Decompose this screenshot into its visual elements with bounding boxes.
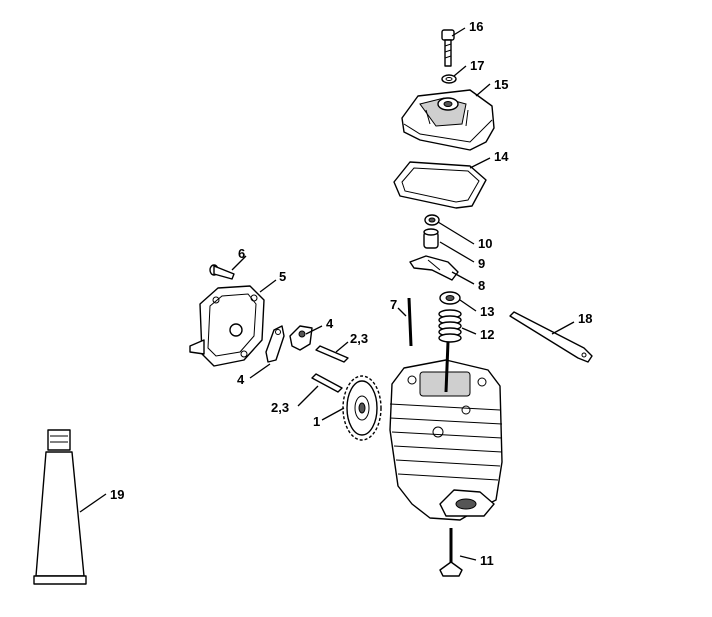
part-valve — [439, 528, 463, 577]
callout-5: 5 — [279, 269, 286, 284]
callout-6: 6 — [238, 246, 245, 261]
part-grease-tube — [33, 429, 87, 585]
callout-17: 17 — [470, 58, 484, 73]
callout-15: 15 — [494, 77, 508, 92]
part-push-rod — [407, 297, 413, 347]
callout-19: 19 — [110, 487, 124, 502]
part-gear-cover — [189, 285, 265, 367]
callout-13: 13 — [480, 304, 494, 319]
part-rocker-lever-upper — [289, 325, 313, 351]
part-rocker-lever-lower — [265, 325, 285, 363]
part-gasket — [393, 161, 487, 209]
callout-10: 10 — [478, 236, 492, 251]
callout-4-upper: 4 — [326, 316, 334, 331]
callout-8: 8 — [478, 278, 485, 293]
callout-11: 11 — [480, 553, 494, 568]
part-valve-spring — [438, 309, 462, 343]
callout-2-3-lower: 2,3 — [271, 400, 289, 415]
callout-2-3-upper: 2,3 — [350, 331, 368, 346]
part-spring-retainer — [439, 291, 461, 305]
part-pin-upper — [315, 345, 349, 363]
part-valve-cover — [401, 89, 495, 151]
callout-labels: 16 17 15 14 10 9 8 13 12 7 18 6 5 4 2,3 … — [110, 19, 592, 568]
part-pin-lower — [311, 373, 343, 393]
part-rocker-arm — [409, 255, 459, 281]
callout-16: 16 — [469, 19, 483, 34]
part-cam-gear — [342, 375, 382, 441]
part-cylinder — [389, 341, 503, 521]
callout-4-lower: 4 — [237, 372, 245, 387]
callout-7: 7 — [390, 297, 397, 312]
part-pivot — [423, 228, 439, 249]
callout-1: 1 — [313, 414, 320, 429]
part-assembly-tool — [509, 311, 593, 363]
part-nut — [424, 214, 440, 226]
callout-14: 14 — [494, 149, 509, 164]
callout-18: 18 — [578, 311, 592, 326]
callout-12: 12 — [480, 327, 494, 342]
part-cover-screw — [209, 264, 235, 280]
leader-lines — [79, 27, 575, 561]
callout-9: 9 — [478, 256, 485, 271]
part-washer — [441, 74, 457, 84]
